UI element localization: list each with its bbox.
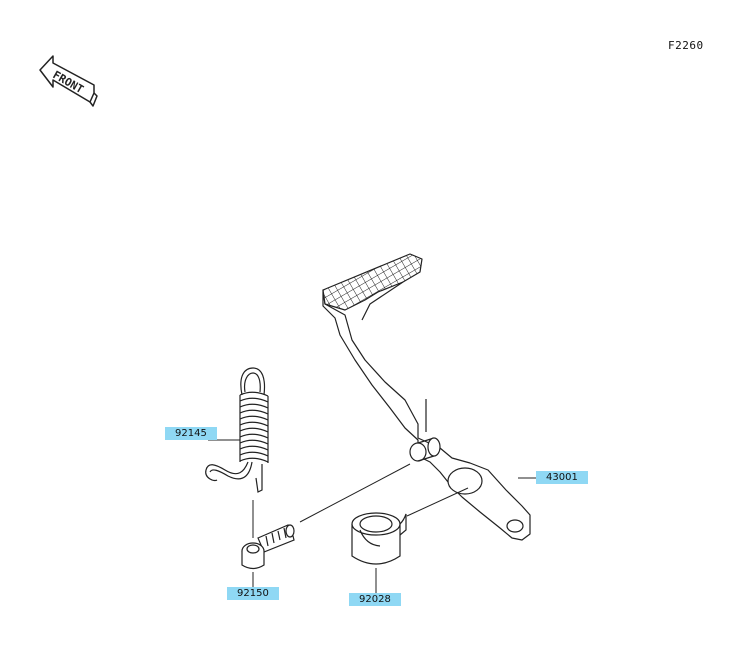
- brake-pedal-part: [322, 253, 531, 541]
- bushing-part: [351, 512, 407, 565]
- pivot-bolt-part: [241, 524, 295, 570]
- front-arrow-icon: FRONT: [39, 55, 98, 107]
- part-label-92145[interactable]: 92145: [165, 427, 217, 440]
- page-code: F2260: [668, 39, 704, 52]
- part-label-92150[interactable]: 92150: [227, 587, 279, 600]
- part-label-43001[interactable]: 43001: [536, 471, 588, 484]
- part-label-92028[interactable]: 92028: [349, 593, 401, 606]
- return-spring-part: [205, 367, 269, 493]
